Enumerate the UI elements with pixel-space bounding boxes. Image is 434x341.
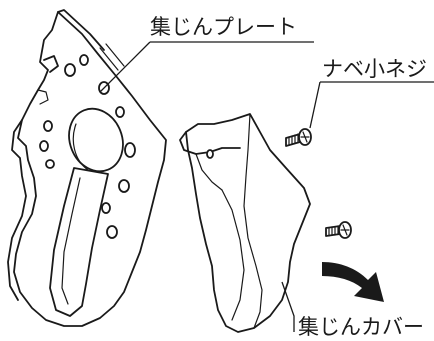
screw-label: ナベ小ネジ <box>322 57 427 81</box>
dust-plate-label: 集じんプレート <box>150 15 297 39</box>
dust-plate-slot-inner <box>61 177 81 305</box>
curved-arrow-body <box>322 262 384 302</box>
dust-plate-notch <box>43 55 59 73</box>
dust-plate-hole-4 <box>115 106 125 118</box>
dust-plate-hole-9 <box>43 120 53 132</box>
dust-plate-large-hole-rim <box>72 123 89 171</box>
dust-plate-notch-2 <box>37 89 49 105</box>
pan-head-screw-lower <box>325 221 352 239</box>
dust-cover-hole <box>206 149 214 159</box>
dust-plate-hole-11 <box>45 159 55 169</box>
dust-plate-hole-6 <box>118 179 130 193</box>
dust-cover-label: 集じんカバー <box>298 315 424 339</box>
dust-plate-flange <box>57 9 105 51</box>
screw-lower-slot <box>340 224 350 236</box>
dust-cover <box>179 113 311 333</box>
dust-plate-hole-1 <box>64 63 76 77</box>
dust-plate-large-hole <box>68 107 124 173</box>
screw-leader <box>309 81 434 129</box>
dust-plate-rib-1 <box>105 43 125 67</box>
dust-plate-hole-7 <box>101 202 111 214</box>
curved-arrow-right-icon <box>322 262 384 302</box>
dust-cover-lip-inner <box>195 153 223 191</box>
screw-upper-slot <box>300 131 310 143</box>
dust-cover-fold-2 <box>221 189 245 321</box>
dust-plate-rib-2 <box>99 47 119 71</box>
dust-plate-hole-8 <box>106 225 118 239</box>
screw-upper-thread <box>288 133 299 146</box>
dust-plate <box>7 9 167 327</box>
pan-head-screw-upper <box>285 128 312 147</box>
dust-plate-hole-5 <box>124 142 136 158</box>
dust-plate-leader <box>99 41 314 93</box>
screw-lower-thread <box>328 225 339 237</box>
dust-plate-hole-10 <box>39 140 49 152</box>
dust-plate-slot <box>49 167 109 317</box>
dust-cover-leader <box>281 281 295 332</box>
dust-cover-fold <box>243 113 263 329</box>
dust-plate-hole-2 <box>79 54 89 66</box>
dust-plate-edge <box>7 119 27 301</box>
